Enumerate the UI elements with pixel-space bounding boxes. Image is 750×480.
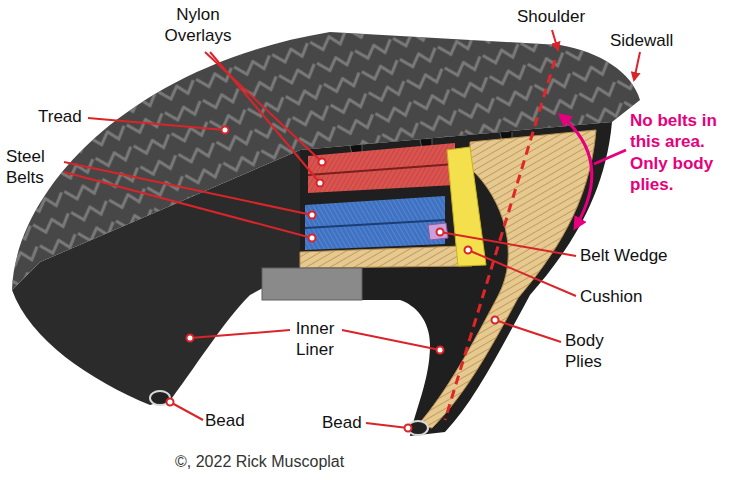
leader-dot bbox=[222, 127, 229, 134]
part-label: Bead bbox=[322, 412, 362, 433]
part-label: Steel Belts bbox=[6, 146, 76, 189]
note-text: No belts in this area. Only body plies. bbox=[630, 110, 742, 195]
part-label: Nylon Overlays bbox=[148, 4, 248, 47]
leader-line bbox=[170, 402, 203, 420]
zone-arrow bbox=[560, 115, 592, 228]
part-label: Bead bbox=[205, 410, 245, 431]
pointer-arrow bbox=[552, 30, 558, 50]
leader-line bbox=[88, 118, 225, 130]
leader-dot bbox=[309, 212, 316, 219]
leader-dot bbox=[187, 335, 194, 342]
pointer-arrow bbox=[634, 52, 640, 80]
part-label: Inner Liner bbox=[280, 318, 350, 361]
leader-line bbox=[495, 320, 561, 342]
body-plies-flat bbox=[300, 246, 472, 268]
note-pointer bbox=[594, 150, 626, 164]
leader-line bbox=[342, 330, 440, 350]
leader-line bbox=[468, 250, 576, 296]
copyright-text: ©, 2022 Rick Muscoplat bbox=[175, 452, 344, 472]
leader-line bbox=[210, 52, 320, 183]
part-label: Shoulder bbox=[517, 6, 585, 27]
belt-divider bbox=[305, 220, 445, 228]
cushion bbox=[447, 147, 486, 266]
leader-dot bbox=[309, 235, 316, 242]
leader-dot bbox=[317, 180, 324, 187]
belt-wedge bbox=[428, 223, 448, 240]
leader-dot bbox=[167, 399, 174, 406]
inner-liner bbox=[262, 268, 362, 300]
leader-dot bbox=[405, 425, 412, 432]
leader-line bbox=[190, 330, 290, 338]
overlay-divider bbox=[308, 164, 455, 175]
leader-dot bbox=[437, 347, 444, 354]
leader-line bbox=[64, 172, 312, 238]
leader-line bbox=[440, 232, 576, 256]
part-label: Tread bbox=[38, 106, 82, 127]
part-label: Belt Wedge bbox=[580, 245, 668, 266]
leader-dot bbox=[319, 159, 326, 166]
part-label: Body Plies bbox=[565, 330, 625, 373]
leader-dot bbox=[492, 317, 499, 324]
leader-dot bbox=[437, 229, 444, 236]
leader-line bbox=[366, 423, 408, 428]
part-label: Cushion bbox=[580, 286, 642, 307]
nylon-overlay bbox=[308, 143, 455, 193]
part-label: Sidewall bbox=[610, 30, 673, 51]
leader-dot bbox=[465, 247, 472, 254]
steel-belt bbox=[305, 196, 445, 250]
belt-boundary bbox=[445, 60, 555, 420]
leader-line bbox=[64, 162, 312, 215]
